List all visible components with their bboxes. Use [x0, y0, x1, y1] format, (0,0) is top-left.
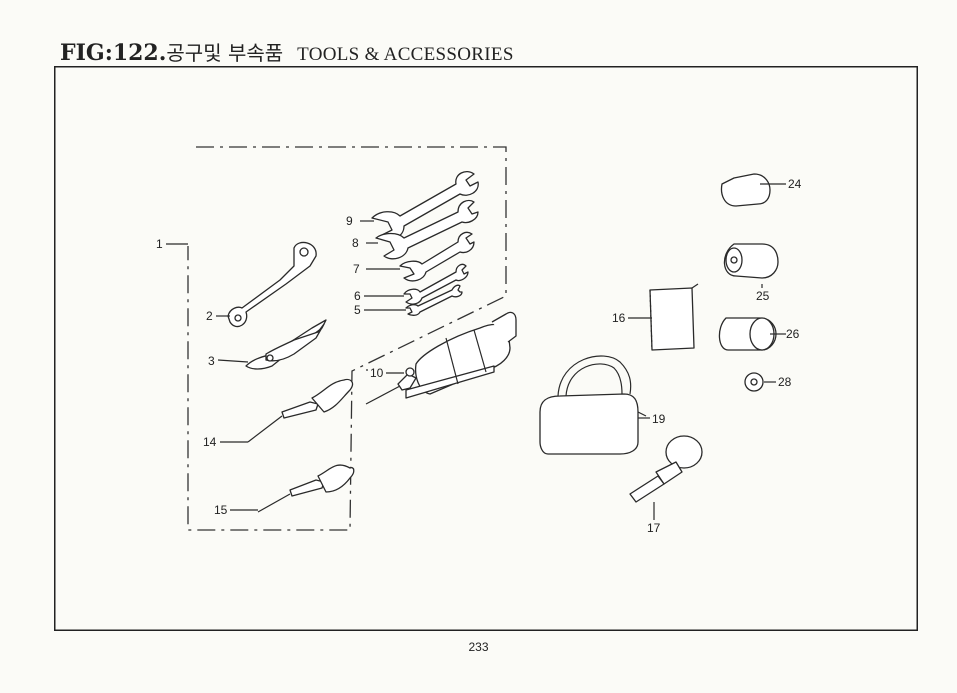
- callout-6: 6: [354, 289, 361, 303]
- title-english: TOOLS & ACCESSORIES: [297, 44, 514, 65]
- callout-7: 7: [353, 262, 360, 276]
- callout-labels: 1 2 3 5 6 7 8 9 10 14 15 16 17 19 24 25 …: [156, 177, 802, 535]
- cylinder-26: [718, 317, 777, 351]
- callout-9: 9: [346, 214, 353, 228]
- spanner-6: [403, 263, 469, 305]
- callout-25: 25: [756, 289, 770, 303]
- callout-1: 1: [156, 237, 163, 251]
- callout-26: 26: [786, 327, 800, 341]
- washer-28: [744, 372, 764, 392]
- pin-with-ring: [629, 435, 703, 503]
- cylinder-24: [720, 173, 771, 207]
- callout-19: 19: [652, 412, 666, 426]
- callout-28: 28: [778, 375, 792, 389]
- manual-book: [649, 283, 699, 351]
- figure-number: FIG:122.: [60, 40, 167, 66]
- title-korean: 공구및 부속품: [166, 41, 284, 65]
- screwdriver-15: [257, 464, 355, 513]
- callout-24: 24: [788, 177, 802, 191]
- figure-title: FIG:122.공구및 부속품 TOOLS & ACCESSORIES: [60, 30, 514, 68]
- tool-kit-group-outline: [187, 146, 507, 531]
- callout-15: 15: [214, 503, 228, 517]
- callout-17: 17: [647, 521, 661, 535]
- pliers: [245, 319, 327, 370]
- spanner-5: [405, 284, 463, 316]
- spanner-7: [399, 231, 475, 282]
- diagram-border: [54, 66, 918, 631]
- spanner-8: [375, 199, 479, 260]
- grease-gun: [365, 311, 517, 405]
- callout-2: 2: [206, 309, 213, 323]
- tool-bag: [539, 355, 647, 455]
- cylinder-25: [723, 243, 779, 279]
- callout-14: 14: [203, 435, 217, 449]
- callout-5: 5: [354, 303, 361, 317]
- offset-wrench: [227, 241, 317, 328]
- parts-diagram: 1 2 3 5 6 7 8 9 10 14 15 16 17 19 24 25 …: [54, 66, 918, 631]
- callout-10: 10: [370, 366, 384, 380]
- callout-16: 16: [612, 311, 626, 325]
- callout-8: 8: [352, 236, 359, 250]
- callout-3: 3: [208, 354, 215, 368]
- page-number: 233: [468, 640, 489, 654]
- leader-lines: [166, 183, 786, 520]
- screwdriver-14: [247, 378, 354, 443]
